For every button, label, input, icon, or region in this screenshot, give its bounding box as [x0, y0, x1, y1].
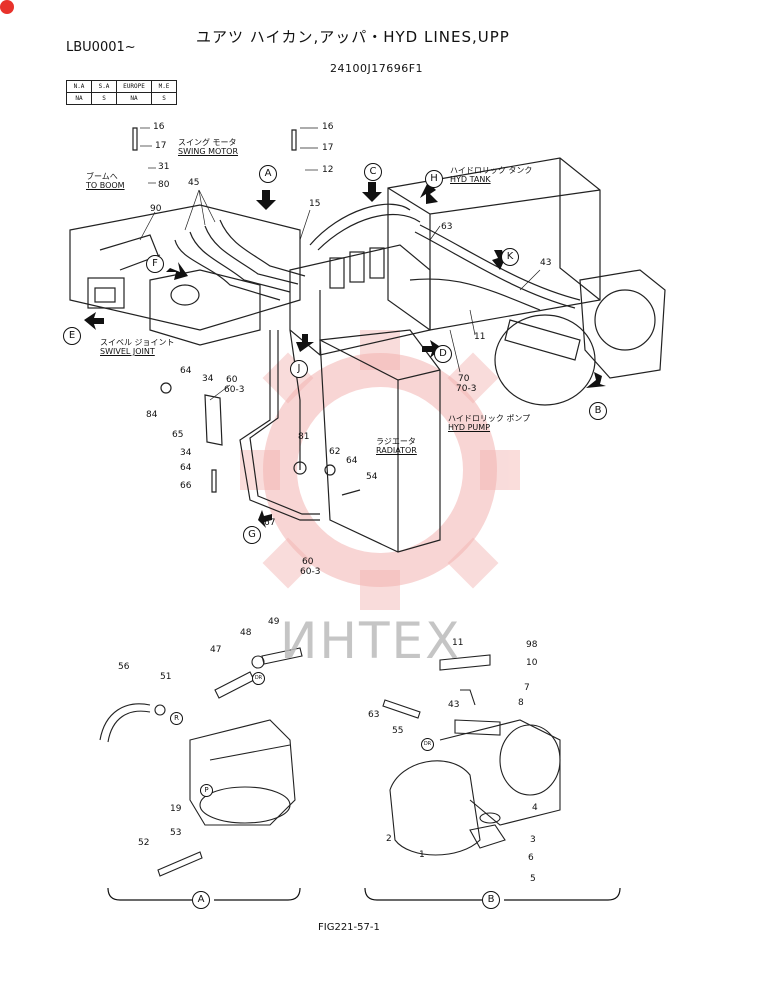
detail-b-part-55: 55 — [392, 726, 404, 736]
part-number: 24100J17696F1 — [330, 62, 424, 75]
marker-p: P — [200, 784, 213, 797]
detail-b-part-1: 1 — [419, 850, 425, 860]
part-num-17a: 17 — [155, 141, 167, 151]
detail-b-part-6: 6 — [528, 853, 534, 863]
label-to-boom: ブームへ TO BOOM — [86, 172, 125, 190]
detail-b-part-10: 10 — [526, 658, 538, 668]
part-num-15: 15 — [309, 199, 321, 209]
label-swing-motor-en: SWING MOTOR — [178, 147, 239, 156]
callout-a: A — [259, 165, 277, 183]
watermark-text: ИHTEX — [280, 612, 462, 670]
part-num-60-3b: 60-3 — [300, 567, 321, 577]
part-num-45: 45 — [188, 178, 200, 188]
marker-dr-b: DR — [421, 738, 434, 751]
detail-b-part-11: 11 — [452, 638, 464, 648]
detail-b-part-63: 63 — [368, 710, 380, 720]
detail-view-b-label: B — [482, 891, 500, 909]
callout-e: E — [63, 327, 81, 345]
label-swivel-joint: スイベル ジョイント SWIVEL JOINT — [100, 338, 175, 356]
part-num-70-3: 70-3 — [456, 384, 477, 394]
part-num-64b: 64 — [180, 463, 192, 473]
label-radiator: ラジエータ RADIATOR — [376, 437, 417, 455]
model-code: LBU0001~ — [66, 40, 136, 55]
part-num-80: 80 — [158, 180, 170, 190]
part-num-90: 90 — [150, 204, 162, 214]
avail-value-me: S — [151, 92, 177, 105]
part-num-67: 67 — [264, 518, 276, 528]
part-num-64c: 64 — [346, 456, 358, 466]
detail-b-part-98: 98 — [526, 640, 538, 650]
marker-dr-a: DR — [252, 672, 265, 685]
corner-badge — [0, 0, 14, 14]
callout-k: K — [501, 248, 519, 266]
detail-b-part-8: 8 — [518, 698, 524, 708]
detail-a-part-51: 51 — [160, 672, 172, 682]
detail-a-part-56: 56 — [118, 662, 130, 672]
label-swing-motor: スイング モータ SWING MOTOR — [178, 138, 238, 156]
part-num-62: 62 — [329, 447, 341, 457]
part-num-84: 84 — [146, 410, 158, 420]
part-num-70: 70 — [458, 374, 470, 384]
label-radiator-jp: ラジエータ — [376, 437, 416, 446]
detail-a-part-47: 47 — [210, 645, 222, 655]
availability-table: N.A S.A EUROPE M.E NA S NA S — [66, 80, 177, 105]
part-num-34a: 34 — [202, 374, 214, 384]
page-title: ユアツ ハイカン,アッパ・HYD LINES,UPP — [196, 28, 510, 46]
part-num-11: 11 — [474, 332, 486, 342]
detail-a-part-48: 48 — [240, 628, 252, 638]
part-num-16a: 16 — [153, 122, 165, 132]
part-num-54: 54 — [366, 472, 378, 482]
callout-j: J — [290, 360, 308, 378]
label-hyd-pump: ハイドロリック ポンプ HYD PUMP — [448, 414, 530, 432]
detail-a-part-53: 53 — [170, 828, 182, 838]
label-radiator-en: RADIATOR — [376, 446, 417, 455]
part-num-12: 12 — [322, 165, 334, 175]
callout-d: D — [434, 345, 452, 363]
part-num-65: 65 — [172, 430, 184, 440]
callout-b: B — [589, 402, 607, 420]
figure-number: FIG221-57-1 — [318, 922, 380, 933]
label-swivel-joint-en: SWIVEL JOINT — [100, 347, 155, 356]
part-num-31: 31 — [158, 162, 170, 172]
callout-h: H — [425, 170, 443, 188]
label-to-boom-jp: ブームへ — [86, 172, 118, 181]
label-hyd-tank-jp: ハイドロリック タンク — [450, 166, 533, 175]
label-hyd-tank-en: HYD TANK — [450, 175, 491, 184]
label-swing-motor-jp: スイング モータ — [178, 138, 237, 147]
label-swivel-joint-jp: スイベル ジョイント — [100, 338, 175, 347]
callout-c: C — [364, 163, 382, 181]
part-num-60-3a: 60-3 — [224, 385, 245, 395]
label-hyd-tank: ハイドロリック タンク HYD TANK — [450, 166, 532, 184]
part-num-64a: 64 — [180, 366, 192, 376]
callout-f: F — [146, 255, 164, 273]
callout-g: G — [243, 526, 261, 544]
part-num-34b: 34 — [180, 448, 192, 458]
detail-b-part-7: 7 — [524, 683, 530, 693]
label-to-boom-en: TO BOOM — [86, 181, 125, 190]
avail-value-sa: S — [91, 92, 117, 105]
marker-r: R — [170, 712, 183, 725]
detail-a-part-49: 49 — [268, 617, 280, 627]
detail-b-part-5: 5 — [530, 874, 536, 884]
detail-a-part-19: 19 — [170, 804, 182, 814]
label-hyd-pump-en: HYD PUMP — [448, 423, 491, 432]
detail-a-part-52: 52 — [138, 838, 150, 848]
detail-b-part-4: 4 — [532, 803, 538, 813]
part-num-17b: 17 — [322, 143, 334, 153]
detail-view-a-label: A — [192, 891, 210, 909]
detail-b-part-3: 3 — [530, 835, 536, 845]
part-num-43: 43 — [540, 258, 552, 268]
part-num-60a: 60 — [226, 375, 238, 385]
detail-b-part-2: 2 — [386, 834, 392, 844]
part-num-60b: 60 — [302, 557, 314, 567]
detail-b-part-43: 43 — [448, 700, 460, 710]
part-num-16b: 16 — [322, 122, 334, 132]
part-num-66: 66 — [180, 481, 192, 491]
part-num-81: 81 — [298, 432, 310, 442]
label-hyd-pump-jp: ハイドロリック ポンプ — [448, 414, 531, 423]
part-num-63: 63 — [441, 222, 453, 232]
